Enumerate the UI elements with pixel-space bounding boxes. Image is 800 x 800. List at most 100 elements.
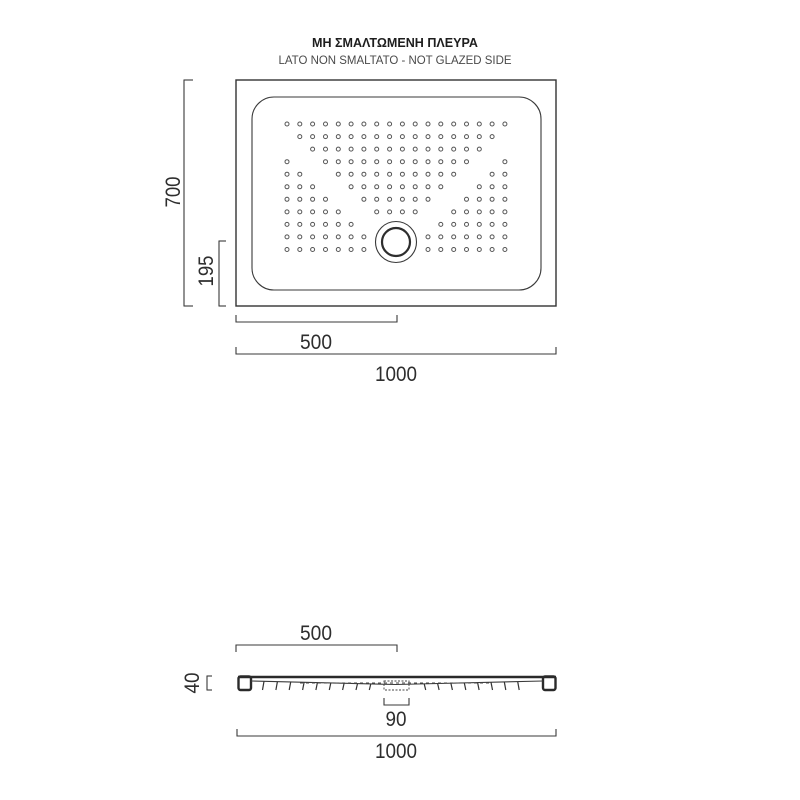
anti-slip-dot [502,184,508,190]
anti-slip-dot [335,171,341,177]
anti-slip-dot [399,121,405,127]
anti-slip-dot [374,134,380,140]
anti-slip-dot [310,209,316,215]
top-view: 700 195 500 1000 [162,79,557,386]
drain-top-view [374,220,418,264]
anti-slip-dot [476,121,482,127]
anti-slip-dot [412,159,418,165]
anti-slip-dot [297,134,303,140]
drain-offset-width-label: 500 [300,331,332,354]
tray-outline [235,79,557,307]
anti-slip-dot [425,171,431,177]
anti-slip-dot [464,121,469,127]
support-rib [423,683,427,691]
anti-slip-dot [387,196,393,202]
anti-slip-dot [399,146,405,152]
anti-slip-dot [502,209,508,215]
tray-side-profile [237,675,557,692]
side-view: 500 40 90 [181,622,557,763]
anti-slip-dot [335,234,341,240]
anti-slip-dot [361,171,367,177]
anti-slip-dot [476,209,482,215]
anti-slip-dot [361,184,367,190]
anti-slip-dot [412,184,418,190]
anti-slip-dot [451,146,457,152]
height-dimension-label: 40 [181,673,204,694]
drain-diameter-dimension: 90 [383,698,410,731]
anti-slip-dot [502,159,508,165]
anti-slip-dot [451,121,457,127]
basin-outline [251,96,542,291]
height-dimension: 40 [181,673,212,694]
anti-slip-dot [387,146,393,152]
anti-slip-dot [438,146,444,152]
anti-slip-dot [489,171,495,177]
anti-slip-dot [476,247,482,252]
anti-slip-dot [489,121,495,127]
drain-inner-ring [380,226,412,258]
anti-slip-dot [476,184,482,190]
anti-slip-dot [399,209,405,215]
drain-side-section [383,680,410,691]
anti-slip-dot [297,196,303,202]
anti-slip-dot [489,184,495,190]
anti-slip-dot [438,134,444,140]
anti-slip-dot [361,146,367,152]
anti-slip-dot [502,247,508,252]
anti-slip-dot [438,247,444,252]
anti-slip-dot [297,171,303,177]
anti-slip-dot [502,171,508,177]
anti-slip-dot [464,247,469,252]
anti-slip-dot [489,134,495,140]
anti-slip-dot [374,184,380,190]
anti-slip-dot [399,134,405,140]
anti-slip-dot [387,184,393,190]
support-rib [437,683,440,691]
drain-diameter-label: 90 [386,708,407,731]
tray-left-edge [237,675,253,692]
anti-slip-dot [425,184,431,190]
anti-slip-dot [425,159,431,165]
support-rib [517,681,520,691]
anti-slip-dot [297,184,303,190]
anti-slip-dot [323,209,328,215]
anti-slip-dot [399,184,405,190]
anti-slip-dot [464,196,469,202]
anti-slip-dot [438,221,444,227]
side-drain-offset-width-label: 500 [300,622,332,645]
anti-slip-dot [335,247,341,252]
support-rib [477,682,480,691]
side-drain-offset-width-dimension: 500 [235,622,398,652]
anti-slip-dot [374,121,380,127]
anti-slip-dot [438,234,444,240]
anti-slip-dot [489,209,495,215]
anti-slip-dot [489,247,495,252]
anti-slip-dot [310,247,316,252]
anti-slip-dot [412,121,418,127]
anti-slip-dot [361,196,367,202]
anti-slip-dot [348,171,354,177]
anti-slip-dot [374,196,380,202]
anti-slip-dot [323,234,328,240]
anti-slip-dot [438,159,444,165]
anti-slip-dot [348,121,354,127]
anti-slip-dot [412,134,418,140]
anti-slip-dot [425,121,431,127]
anti-slip-dot [348,221,354,227]
tray-right-edge [541,675,557,692]
support-rib [328,682,332,691]
support-rib [275,681,278,691]
anti-slip-dot [387,134,393,140]
anti-slip-dot [374,171,380,177]
anti-slip-dot [284,171,290,177]
anti-slip-dot [502,221,508,227]
anti-slip-dot [502,121,508,127]
drain-outer-ring [374,220,418,264]
anti-slip-dot [476,146,482,152]
anti-slip-dot [425,146,431,152]
anti-slip-dot [412,171,418,177]
support-rib [463,682,467,691]
anti-slip-dot [489,234,495,240]
anti-slip-dot [387,159,393,165]
support-rib [490,682,494,691]
